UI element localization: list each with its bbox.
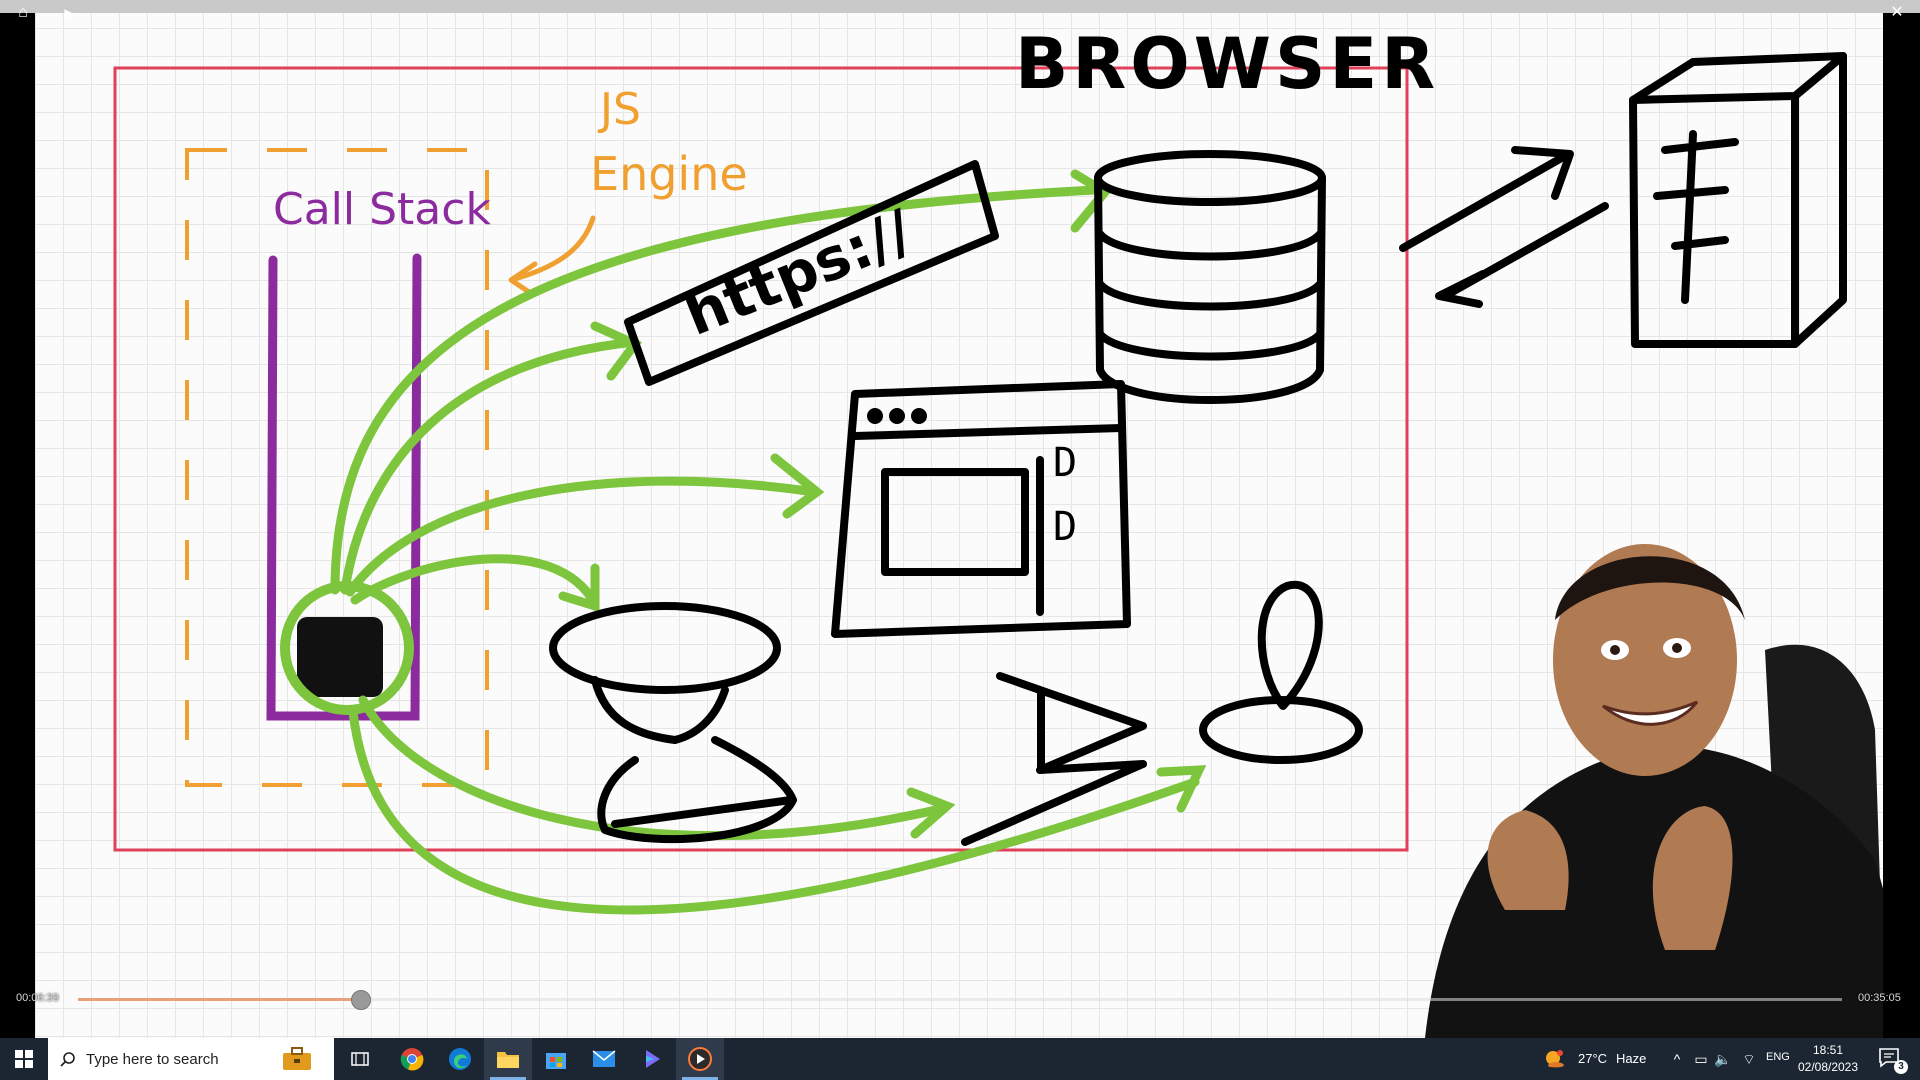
js-engine-label-line1: JS <box>597 84 641 135</box>
notification-icon <box>1879 1048 1899 1068</box>
device-icon[interactable]: ▭ <box>1694 1051 1708 1067</box>
svg-text:D: D <box>1053 504 1077 550</box>
js-engine-label-line2: Engine <box>590 147 748 201</box>
media-player-button[interactable] <box>676 1038 724 1080</box>
task-view-icon <box>351 1052 369 1066</box>
start-button[interactable] <box>0 1038 48 1080</box>
green-arrows <box>330 169 1207 915</box>
folder-icon <box>497 1052 519 1068</box>
arrow-to-bluetooth-head <box>906 787 956 839</box>
arrow-to-location-head <box>1156 765 1207 813</box>
arrow-to-bluetooth <box>358 695 950 841</box>
copilot-icon <box>646 1050 660 1068</box>
edge-button[interactable] <box>436 1038 484 1080</box>
search-icon <box>60 1052 75 1067</box>
arrow-to-url <box>340 337 640 595</box>
store-button[interactable] <box>532 1038 580 1080</box>
weather-desc[interactable]: Haze <box>1616 1051 1647 1066</box>
clock-date: 02/08/2023 <box>1797 1060 1859 1074</box>
location-pin-icon <box>1199 580 1363 764</box>
clock-time: 18:51 <box>1812 1043 1844 1057</box>
video-frame[interactable]: D D <box>35 0 1883 1038</box>
seek-bar-area[interactable]: 00:06:39 00:35:05 <box>0 982 1920 1038</box>
timer-icon <box>549 602 797 844</box>
video-player[interactable]: D D <box>0 0 1920 1038</box>
search-placeholder: Type here to search <box>86 1050 219 1068</box>
arrow-to-storage-head <box>1070 169 1112 233</box>
engine-pointer-arrow <box>508 215 596 295</box>
dom-window-icon: D D <box>831 380 1131 638</box>
clock[interactable]: 18:51 02/08/2023 <box>1788 1042 1868 1076</box>
notifications-button[interactable]: 3 <box>1878 1046 1908 1074</box>
database-icon <box>1094 150 1326 404</box>
weather-icon[interactable] <box>1544 1048 1566 1070</box>
server-arrow-up <box>1399 146 1574 252</box>
taskbar-search[interactable]: Type here to search <box>48 1038 334 1080</box>
browser-box <box>113 66 1409 852</box>
arrow-to-timer-head <box>558 563 600 613</box>
seek-track[interactable] <box>78 990 1842 1010</box>
elapsed-time: 00:06:39 <box>16 992 59 1004</box>
mail-icon <box>592 1050 616 1067</box>
stack-frame <box>297 617 383 697</box>
chevron-up-icon[interactable]: ^ <box>1673 1051 1681 1067</box>
weather-temp[interactable]: 27°C <box>1578 1051 1608 1066</box>
whiteboard-drawing: D D <box>113 23 1847 915</box>
store-icon <box>546 1053 566 1069</box>
close-button[interactable]: ✕ <box>1890 4 1904 21</box>
server-arrow-down <box>1435 202 1609 308</box>
mail-button[interactable] <box>580 1038 628 1080</box>
browser-label: BROWSER <box>1015 23 1439 105</box>
task-view-button[interactable] <box>336 1038 384 1080</box>
edge-icon <box>449 1048 471 1070</box>
active-indicator <box>490 1077 526 1080</box>
briefcase-icon[interactable] <box>282 1047 312 1071</box>
chrome-icon <box>400 1048 424 1071</box>
volume-icon[interactable]: 🔈 <box>1714 1051 1732 1067</box>
total-duration: 00:35:05 <box>1858 992 1901 1004</box>
arrow-to-dom <box>345 476 820 597</box>
title-strip <box>0 0 1920 13</box>
play-icon[interactable]: ▶ <box>64 6 74 20</box>
chrome-button[interactable] <box>388 1038 436 1080</box>
notification-count: 3 <box>1894 1060 1908 1074</box>
seek-thumb[interactable] <box>351 990 372 1010</box>
svg-text:D: D <box>1053 440 1077 486</box>
media-player-icon <box>688 1047 712 1071</box>
windows-icon <box>15 1050 33 1068</box>
presenter-video <box>1425 544 1883 1038</box>
server-icon <box>1629 52 1847 348</box>
home-icon[interactable]: ⌂ <box>18 4 28 21</box>
language-indicator[interactable]: ENG <box>1766 1051 1790 1063</box>
file-explorer-button[interactable] <box>484 1038 532 1080</box>
taskbar: Type here to search 27°C Haze ^ ▭ 🔈 <box>0 1038 1920 1080</box>
js-engine-box <box>185 148 489 787</box>
call-stack-container <box>266 253 422 721</box>
arrow-to-dom-head <box>770 453 825 519</box>
seek-progress <box>78 998 361 1001</box>
bluetooth-icon <box>961 672 1147 846</box>
arrow-to-timer <box>350 554 600 609</box>
arrow-to-location <box>348 707 1200 915</box>
https-banner <box>624 160 999 386</box>
copilot-button[interactable] <box>628 1038 676 1080</box>
active-indicator <box>682 1077 718 1080</box>
wifi-icon[interactable]: ⌔ <box>1742 1051 1756 1067</box>
call-stack-label: Call Stack <box>273 184 491 235</box>
